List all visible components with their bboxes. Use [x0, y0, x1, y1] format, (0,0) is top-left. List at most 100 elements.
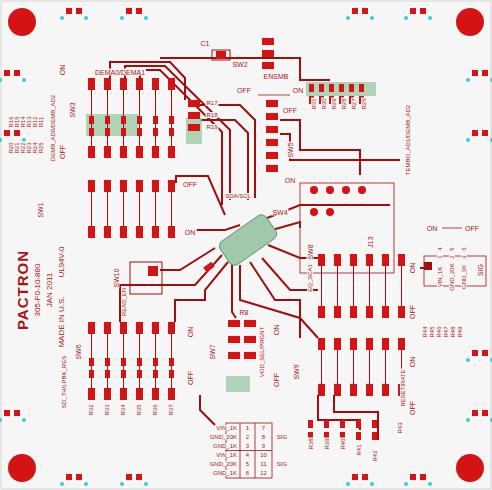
dip-switch-pads [318, 338, 405, 396]
resistor-ref: R19 [205, 124, 218, 130]
resistor-ref: R48 [450, 325, 456, 338]
resistor-ref: R47 [443, 325, 449, 338]
silkscreen-label: GND_20K [209, 434, 238, 440]
test-pad-pair [0, 410, 26, 422]
silkscreen-label: GND_1K [461, 264, 467, 290]
silkscreen-label: GND_20K [449, 262, 455, 291]
silkscreen-label: OFF [236, 87, 252, 94]
resistor-ref: R33 [104, 403, 110, 416]
resistor-ref: R8 [239, 309, 250, 316]
silkscreen-label: VIN_1K [215, 425, 238, 431]
dip-switch-pads [88, 78, 175, 158]
silkscreen-label: 2 [449, 254, 455, 259]
silkscreen-label: ON [409, 356, 416, 369]
switch-ref: SW9 [293, 363, 300, 380]
silkscreen-label: MADE IN U.S. [58, 295, 66, 348]
silkscreen-label: 8 [261, 434, 266, 440]
silkscreen-label: ON [184, 229, 197, 236]
resistor-ref: R37 [168, 403, 174, 416]
resistor-ref: R29 [331, 97, 337, 110]
resistor-ref: R30 [321, 97, 327, 110]
silkscreen-label: ON [59, 64, 66, 77]
test-pad-pair [120, 8, 148, 20]
test-pad-pair [466, 130, 492, 142]
switch-ref: SW8 [307, 243, 314, 260]
switch-ref: SW10 [113, 267, 120, 288]
resistor-ref: R18 [205, 112, 218, 118]
silkscreen-label: VIN_1K [437, 266, 443, 289]
silkscreen-label: ON [273, 324, 280, 337]
switch-ref: SW7 [209, 343, 216, 360]
silkscreen-label: OFF [409, 304, 416, 320]
dip-switch-pads [88, 180, 175, 238]
silkscreen-label: JAN 2011 [46, 272, 54, 309]
silkscreen-label: 1 [245, 425, 250, 431]
resistor-ref: R44 [422, 325, 428, 338]
resistor-pads [89, 116, 174, 136]
test-pad-pair [404, 474, 432, 486]
pad-column [244, 320, 256, 359]
resistor-ref: R41 [356, 443, 362, 456]
resistor-ref: R38 [308, 437, 314, 450]
silkscreen-label: ON [187, 326, 194, 339]
silkscreen-label: GND_20K [209, 461, 238, 467]
silkscreen-label: OFF [187, 370, 194, 386]
test-pad-pair [0, 70, 26, 82]
pad-column [228, 320, 240, 359]
test-pad-pair [466, 70, 492, 82]
resistor-ref: R35 [136, 403, 142, 416]
resistor-ref: R42 [372, 449, 378, 462]
dip-switch-pads [318, 254, 405, 318]
dip-switch-pads [88, 322, 175, 400]
silkscreen-label: 1 [437, 254, 443, 259]
silkscreen-label: 5 [449, 246, 455, 251]
silkscreen-label: 2 [245, 434, 250, 440]
resistor-ref: R27 [351, 97, 357, 110]
silkscreen-label: ON [284, 177, 297, 184]
silkscreen-label: 4 [245, 452, 250, 458]
resistor-ref: R34 [120, 403, 126, 416]
silkscreen-label: OFF [273, 372, 280, 388]
pad-column [262, 38, 274, 69]
switch-ref: SW6 [75, 343, 82, 360]
resistor-ref: R39 [324, 437, 330, 450]
silkscreen-label: 9 [261, 443, 266, 449]
silkscreen-label: 12 [259, 470, 268, 476]
resistor-ref: R17 [205, 100, 218, 106]
component-footprints [86, 38, 486, 478]
test-pad-pair [60, 474, 88, 486]
resistor-ref: R25 [38, 141, 44, 154]
silkscreen-label: ON [426, 225, 439, 232]
silkscreen-label: J13 [367, 235, 374, 248]
silkscreen-label: ENSMB [263, 73, 290, 80]
silkscreen-label: OFF [59, 144, 66, 160]
silkscreen-label: 3 [245, 443, 250, 449]
test-pad-pair [0, 130, 26, 142]
resistor-ref: R45 [429, 325, 435, 338]
silkscreen-label: 4 [437, 246, 443, 251]
connector-pads [310, 186, 366, 216]
resistor-ref: R11 [38, 116, 44, 129]
silkscreen-label: ON [292, 87, 305, 94]
silkscreen-label: OFF [464, 225, 480, 232]
silkscreen-label: RESET/RATE [400, 368, 406, 407]
silkscreen-label: 5 [245, 461, 250, 467]
silkscreen-label: 7 [261, 425, 266, 431]
test-pad-pair [120, 474, 148, 486]
test-pad-pair [346, 8, 374, 20]
silkscreen-label: READ_EN [121, 287, 127, 317]
test-pad-pair [466, 410, 492, 422]
silkscreen-label: C1 [200, 40, 211, 47]
switch-ref: SW5 [287, 141, 294, 158]
switch-ref: SW1 [37, 201, 44, 218]
silkscreen-label: SIG [477, 263, 484, 277]
resistor-ref: R46 [436, 325, 442, 338]
resistor-ref: R40 [340, 437, 346, 450]
silkscreen-label: OFF [409, 400, 416, 416]
silkscreen-label: OFF [282, 107, 298, 114]
silkscreen-label: VOD_SEL/PRGNT [259, 326, 265, 378]
mounting-holes [8, 8, 484, 482]
silkscreen-label: 6 [461, 246, 467, 251]
